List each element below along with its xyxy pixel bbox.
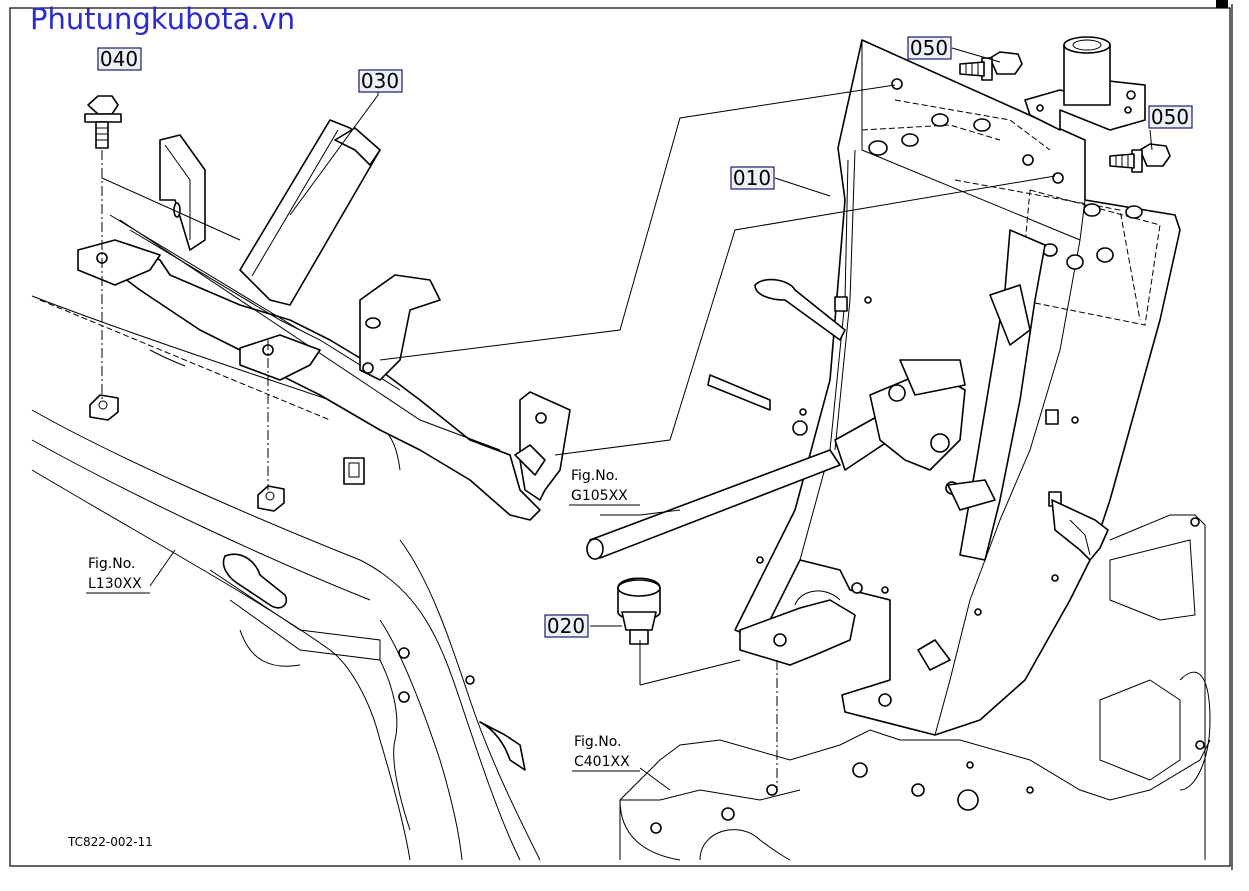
svg-text:Fig.No.: Fig.No. xyxy=(574,734,622,750)
fig-ref-c401: Fig.No. C401XX xyxy=(572,734,640,772)
weld-nut-left xyxy=(89,394,119,421)
svg-text:050: 050 xyxy=(910,36,948,60)
callout-020: 020 xyxy=(544,614,589,638)
tractor-body-outline xyxy=(31,295,541,861)
drawing-code: TC822-002-11 xyxy=(67,835,153,849)
svg-text:030: 030 xyxy=(361,69,399,93)
svg-text:C401XX: C401XX xyxy=(574,754,630,770)
site-watermark: Phutungkubota.vn xyxy=(30,2,296,36)
svg-text:010: 010 xyxy=(733,166,771,190)
svg-text:020: 020 xyxy=(547,614,585,638)
callout-050-right: 050 xyxy=(1148,105,1193,129)
bolt-050-top xyxy=(959,51,1023,81)
callout-040: 040 xyxy=(97,47,142,71)
svg-text:050: 050 xyxy=(1151,105,1189,129)
callout-010: 010 xyxy=(730,166,775,190)
bolt-040 xyxy=(84,95,122,149)
svg-text:Fig.No.: Fig.No. xyxy=(571,468,619,484)
callout-030: 030 xyxy=(358,69,403,93)
transmission-housing xyxy=(619,514,1211,861)
cap-020 xyxy=(617,577,661,645)
bracket-030 xyxy=(77,119,571,521)
steering-shaft xyxy=(586,278,966,560)
fig-ref-g105: Fig.No. G105XX xyxy=(569,468,640,506)
bolt-050-right xyxy=(1109,143,1171,173)
svg-text:G105XX: G105XX xyxy=(571,488,628,504)
diagram-frame xyxy=(9,7,1231,867)
plate-010 xyxy=(734,36,1181,736)
fig-ref-l130: Fig.No. L130XX xyxy=(86,556,150,594)
svg-text:L130XX: L130XX xyxy=(88,576,142,592)
svg-text:Fig.No.: Fig.No. xyxy=(88,556,136,572)
svg-text:040: 040 xyxy=(100,47,138,71)
weld-nut-center xyxy=(257,485,285,512)
callout-050-top: 050 xyxy=(907,36,952,60)
